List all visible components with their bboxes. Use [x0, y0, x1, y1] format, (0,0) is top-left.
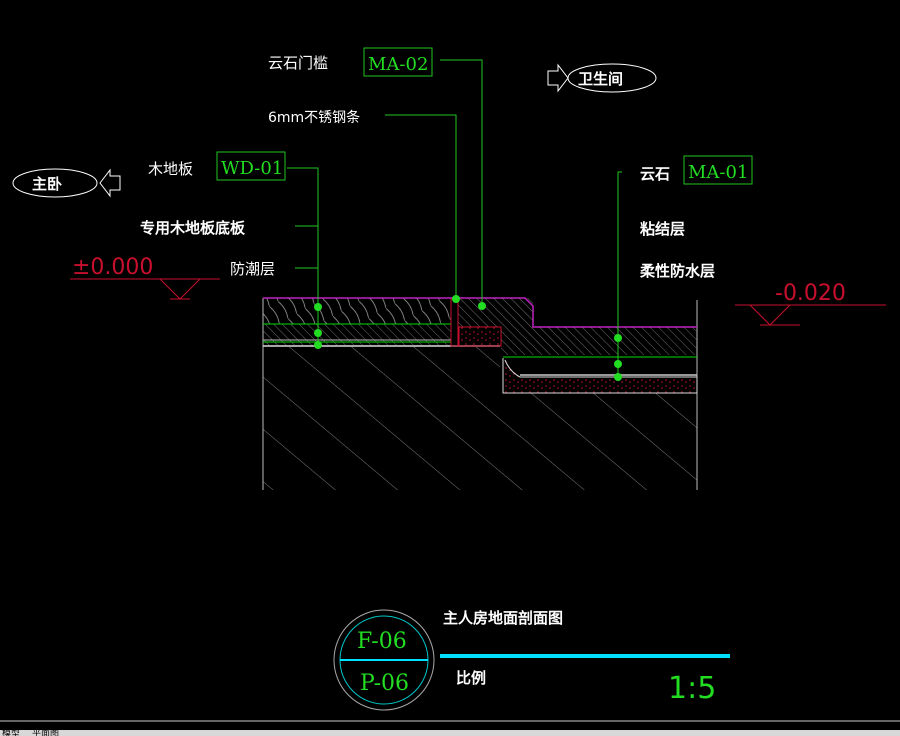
bedroom-bubble — [12, 168, 98, 198]
ma01-box — [683, 155, 753, 185]
title-circle — [333, 609, 435, 711]
stone-label: 云石 — [640, 165, 670, 183]
drawing-number: F-06 — [357, 629, 407, 654]
layout-tabs: 模型 平面图 — [0, 729, 900, 736]
wood-floor-label: 木地板 — [148, 160, 193, 178]
door-sill-label: 云石门槛 — [268, 54, 328, 72]
scale-value: 1:5 — [668, 671, 716, 706]
level-left: ±0.000 — [72, 255, 153, 280]
wd01-box — [216, 151, 286, 181]
drawing-title: 主人房地面剖面图 — [443, 609, 563, 627]
ma02-box — [363, 47, 433, 77]
bond-layer-label: 粘结层 — [640, 220, 685, 238]
leader-dots — [314, 295, 622, 381]
door-sill-stone — [458, 298, 533, 327]
arrow-right-icon — [547, 63, 569, 93]
steel-strip-label: 6mm不锈钢条 — [268, 109, 360, 126]
wood-floor-layer — [263, 298, 451, 324]
leader-lines — [287, 59, 622, 377]
ma02-code: MA-02 — [368, 54, 428, 75]
ma01-code: MA-01 — [688, 162, 748, 183]
scale-label: 比例 — [456, 669, 486, 687]
level-marks — [70, 278, 886, 326]
level-right: -0.020 — [775, 281, 846, 306]
sill-bedding — [458, 326, 502, 347]
waterproof-layer-label: 柔性防水层 — [640, 262, 715, 280]
bathroom-label: 卫生间 — [578, 70, 623, 88]
tab-plan[interactable]: 平面图 — [32, 729, 60, 736]
wd01-code: WD-01 — [221, 158, 283, 179]
stone-layer — [501, 327, 697, 355]
page-number: P-06 — [360, 671, 409, 696]
steel-strip — [450, 298, 459, 347]
wood-base-label: 专用木地板底板 — [140, 219, 246, 237]
tab-model[interactable]: 模型 — [2, 729, 21, 736]
bedroom-label: 主卧 — [32, 175, 62, 193]
moisture-layer-label: 防潮层 — [230, 260, 275, 278]
arrow-left-icon — [99, 168, 121, 198]
